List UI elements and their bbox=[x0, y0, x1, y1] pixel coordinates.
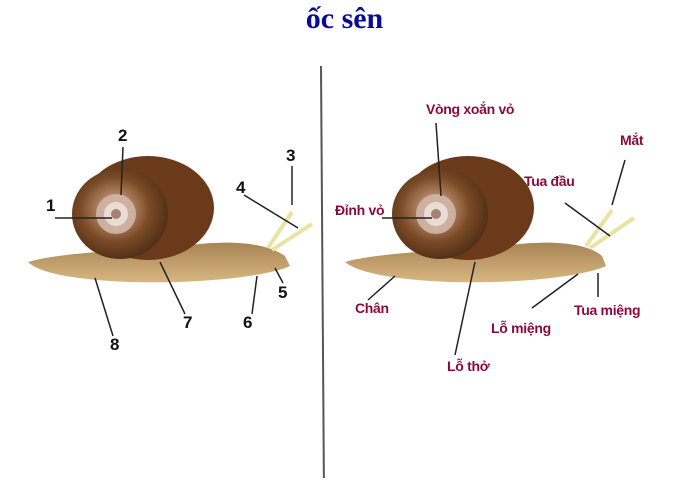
label-chan: Chân bbox=[355, 300, 389, 316]
label-lo-tho: Lỗ thở bbox=[447, 358, 490, 374]
label-number-8: 8 bbox=[110, 335, 120, 354]
page-title: ốc sên bbox=[305, 2, 384, 35]
label-number-1: 1 bbox=[46, 196, 56, 215]
label-number-7: 7 bbox=[183, 313, 193, 332]
label-tua-dau: Tua đầu bbox=[524, 173, 575, 189]
label-number-2: 2 bbox=[118, 126, 128, 145]
label-vong-xoan-vo: Vòng xoắn vỏ bbox=[426, 101, 515, 117]
label-tua-mieng: Tua miệng bbox=[574, 302, 641, 318]
snail-right bbox=[345, 122, 636, 356]
label-number-5: 5 bbox=[278, 283, 288, 302]
label-mat: Mắt bbox=[620, 132, 644, 148]
label-dinh-vo: Đỉnh vỏ bbox=[335, 202, 385, 218]
label-number-6: 6 bbox=[243, 313, 253, 332]
label-number-4: 4 bbox=[236, 178, 246, 197]
label-number-3: 3 bbox=[286, 146, 296, 165]
snail-left bbox=[28, 146, 314, 337]
label-lo-mieng: Lỗ miệng bbox=[491, 320, 551, 336]
